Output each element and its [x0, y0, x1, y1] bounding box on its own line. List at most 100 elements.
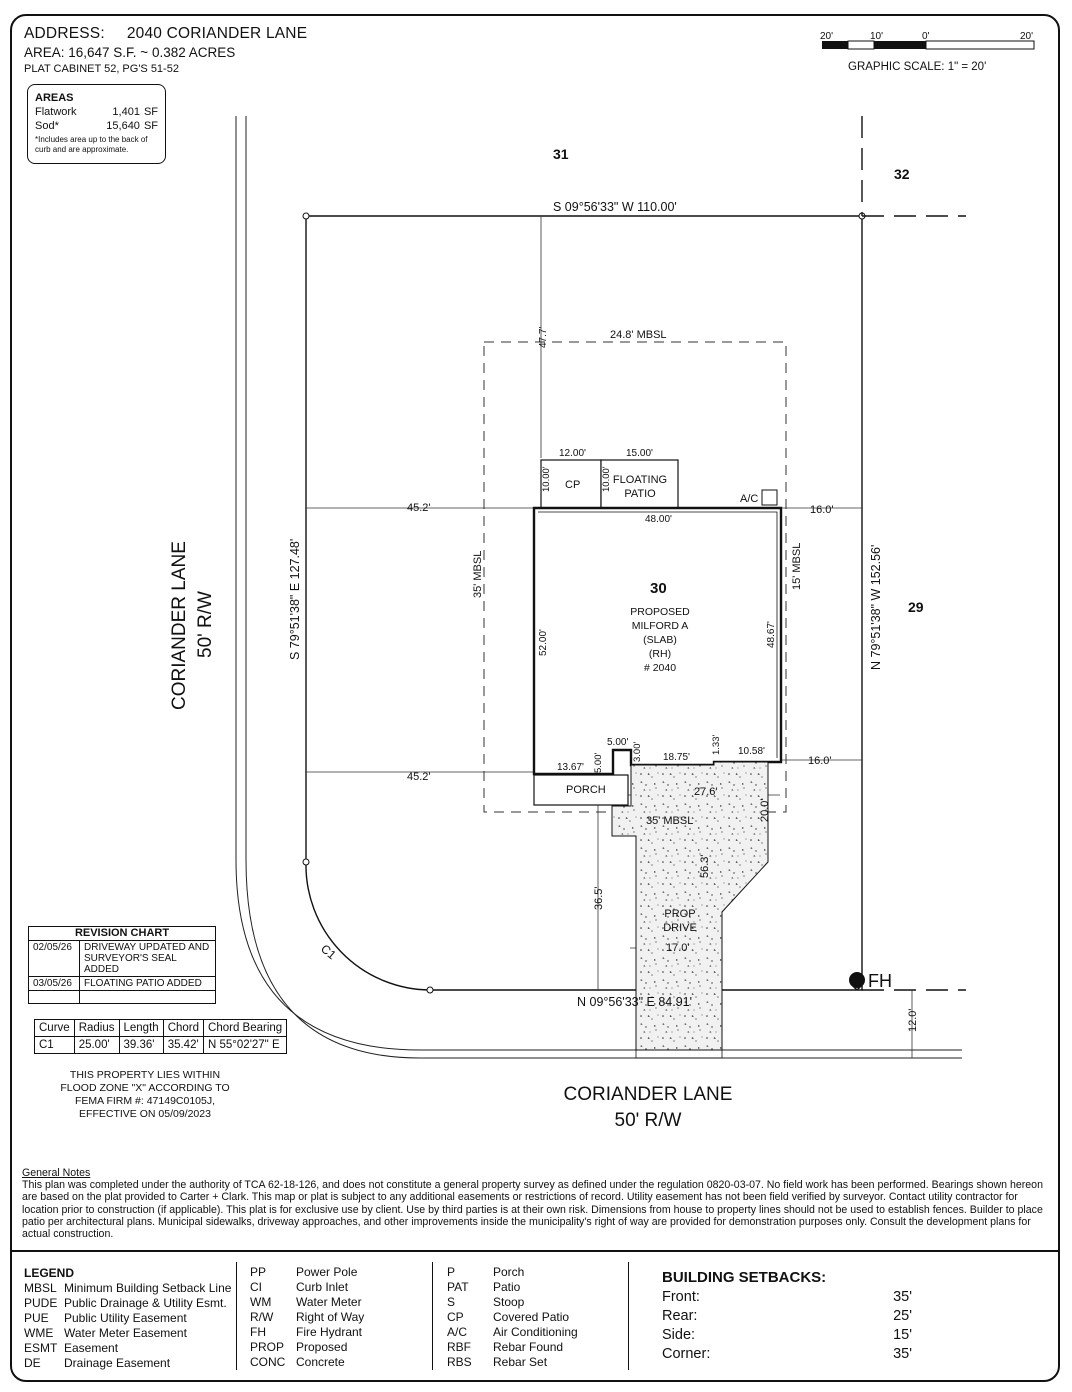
revision-desc: FLOATING PATIO ADDED [79, 976, 216, 991]
legend: LEGEND [24, 1266, 74, 1281]
legend-meaning: Concrete [296, 1355, 345, 1369]
legend-meaning: Right of Way [296, 1310, 365, 1324]
legend-meaning: Patio [493, 1280, 521, 1294]
general-notes: General Notes This plan was completed un… [22, 1167, 1052, 1240]
scale-caption: GRAPHIC SCALE: 1" = 20' [848, 61, 986, 73]
dim-label: 48.00' [645, 514, 672, 525]
legend-meaning: Covered Patio [493, 1310, 570, 1324]
scale-tick: 20' [1020, 31, 1033, 42]
dim-label: 12.00' [559, 448, 586, 459]
revision-chart-title: REVISION CHART [28, 926, 216, 941]
legend-meaning: Curb Inlet [296, 1280, 349, 1294]
legend-meaning: Porch [493, 1265, 525, 1279]
setback-value: 35' [893, 1346, 912, 1362]
legend-meaning: Fire Hydrant [296, 1325, 363, 1339]
house-label: (RH) [649, 648, 671, 660]
lot-number-main: 30 [650, 580, 667, 597]
legend-abbr: DE [24, 1356, 41, 1370]
street-bottom-name: CORIANDER LANE [564, 1084, 733, 1105]
lot-number: 32 [894, 166, 910, 182]
revision-desc: DRIVEWAY UPDATED AND SURVEYOR'S SEAL ADD… [79, 940, 216, 977]
table-header-row: Curve Radius Length Chord Chord Bearing [34, 1019, 288, 1037]
curb-line [245, 116, 962, 1059]
legend-item: DE Drainage Easement [24, 1356, 231, 1371]
house-label: (SLAB) [643, 634, 677, 646]
dim-label: 5.00' [607, 737, 628, 748]
address-line: ADDRESS:2040 CORIANDER LANE [24, 25, 307, 43]
curve-cell: 25.00' [73, 1036, 120, 1054]
scale-tick: 0' [922, 31, 930, 42]
legend-meaning: Public Drainage & Utility Esmt. [64, 1296, 227, 1310]
curve-header: Chord Bearing [203, 1019, 288, 1037]
revision-desc [79, 990, 216, 1004]
area-line: AREA: 16,647 S.F. ~ 0.382 ACRES [24, 45, 236, 60]
patio-label: FLOATING [613, 474, 667, 486]
dim-label: 12.0' [907, 1008, 919, 1032]
setback-value: 15' [893, 1327, 912, 1343]
dim-label: 5.00' [593, 753, 604, 773]
legend-abbr: PUE [24, 1311, 49, 1325]
setback-row: Front:35' [662, 1288, 912, 1307]
mbsl-line [483, 341, 787, 813]
revision-date: 03/05/26 [28, 976, 80, 991]
legend-meaning: Rebar Set [493, 1355, 548, 1369]
table-row: 03/05/26 FLOATING PATIO ADDED [28, 976, 216, 991]
legend-abbr: S [447, 1295, 456, 1309]
dim-label: 48.67' [766, 621, 777, 648]
scale-tick: 20' [820, 31, 833, 42]
setback-value: 25' [893, 1308, 912, 1324]
flood-line: THIS PROPERTY LIES WITHIN [69, 1069, 221, 1081]
revision-date: 02/05/26 [28, 940, 80, 977]
ac-label: A/C [740, 493, 758, 505]
street-bottom-row: 50' R/W [615, 1110, 682, 1131]
street-left-row: 50' R/W [195, 591, 216, 658]
curb-line [235, 116, 962, 1051]
legend-item: P Porch [447, 1265, 578, 1280]
legend-abbr: MBSL [24, 1281, 57, 1295]
legend-meaning: Proposed [296, 1340, 348, 1354]
setback-row: Side:15' [662, 1326, 912, 1345]
house-label: PROPOSED [630, 606, 690, 618]
legend-meaning: Air Conditioning [493, 1325, 578, 1339]
flood-note: THIS PROPERTY LIES WITHIN FLOOD ZONE "X"… [40, 1069, 250, 1121]
areas-row: Flatwork 1,401 SF [35, 105, 158, 119]
mbsl-label-east: 15' MBSL [791, 543, 803, 590]
legend-abbr: P [447, 1265, 456, 1279]
legend-meaning: Public Utility Easement [64, 1311, 187, 1325]
hydrant-label: FH [868, 971, 892, 991]
curve-table: Curve Radius Length Chord Chord Bearing … [34, 1019, 288, 1054]
curve-cell: N 55°02'27" E [203, 1036, 288, 1054]
page-frame [10, 14, 1060, 1382]
dim-label: 17.0' [666, 942, 690, 954]
drive-label: DRIVE [663, 922, 697, 934]
legend-item: PUE Public Utility Easement [24, 1311, 231, 1326]
setback-value: 35' [893, 1289, 912, 1305]
setback-row: Rear:25' [662, 1307, 912, 1326]
house-label: MILFORD A [632, 620, 689, 632]
divider [236, 1262, 237, 1370]
drive-apron [635, 1050, 723, 1059]
lot-number: 31 [553, 146, 569, 162]
rebar-marker [426, 986, 434, 994]
divider [11, 1250, 1059, 1252]
setback-row: Corner:35' [662, 1345, 912, 1364]
curve-header: Chord [162, 1019, 205, 1037]
drive-label: PROP [664, 908, 695, 920]
porch [533, 774, 629, 806]
legend-meaning: Drainage Easement [64, 1356, 171, 1370]
legend-abbr: R/W [250, 1310, 274, 1324]
areas-note: *Includes area up to the back of curb an… [35, 135, 148, 154]
areas-row-value: 15,640 [106, 120, 140, 132]
legend-item: R/W Right of Way [250, 1310, 364, 1325]
areas-row-label: Sod* [35, 120, 59, 132]
cp-label: CP [565, 479, 580, 491]
address-value: 2040 CORIANDER LANE [126, 25, 308, 42]
dim-label: 13.67' [557, 762, 584, 773]
